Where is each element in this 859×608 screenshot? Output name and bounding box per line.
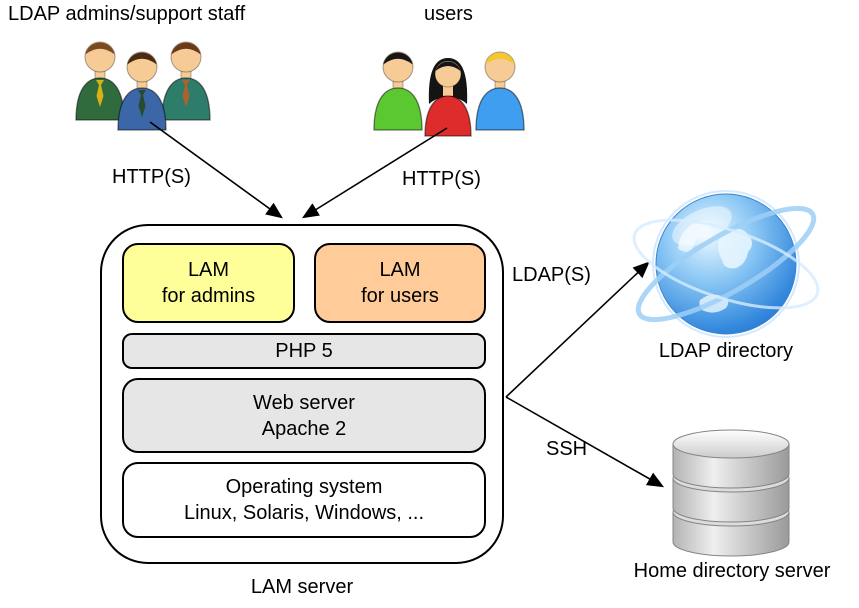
lam-for-users-box: LAM for users: [314, 243, 486, 323]
ssh-link-label: SSH: [546, 438, 588, 460]
user-people-icons: [373, 51, 525, 137]
php-layer-box: PHP 5: [122, 333, 486, 369]
admin-people-icons: [75, 41, 211, 131]
admin-person-icon-3: [161, 41, 211, 121]
user-person-icon-3: [475, 51, 525, 131]
ssh-arrow: [505, 396, 665, 488]
admin-person-icon-1: [75, 41, 125, 121]
lam-for-admins-box: LAM for admins: [122, 243, 295, 323]
web-server-layer-box: Web server Apache 2: [122, 378, 486, 453]
http-label-users: HTTP(S): [402, 168, 481, 190]
ldap-link-label: LDAP(S): [512, 264, 591, 286]
database-icon: [672, 429, 790, 557]
http-arrow-users: [301, 127, 448, 219]
ldap-arrow: [505, 261, 650, 398]
home-directory-label: Home directory server: [633, 560, 831, 582]
globe-icon: [632, 190, 820, 338]
admin-person-icon-2: [117, 51, 167, 131]
admins-group-label: LDAP admins/support staff: [8, 3, 246, 25]
http-arrow-admins: [149, 121, 283, 219]
http-label-admins: HTTP(S): [112, 166, 191, 188]
os-layer-box: Operating system Linux, Solaris, Windows…: [122, 462, 486, 538]
users-group-label: users: [424, 3, 473, 25]
user-person-icon-2: [424, 57, 472, 137]
lam-server-caption: LAM server: [250, 576, 354, 598]
ldap-directory-label: LDAP directory: [658, 340, 794, 362]
user-person-icon-1: [373, 51, 423, 131]
